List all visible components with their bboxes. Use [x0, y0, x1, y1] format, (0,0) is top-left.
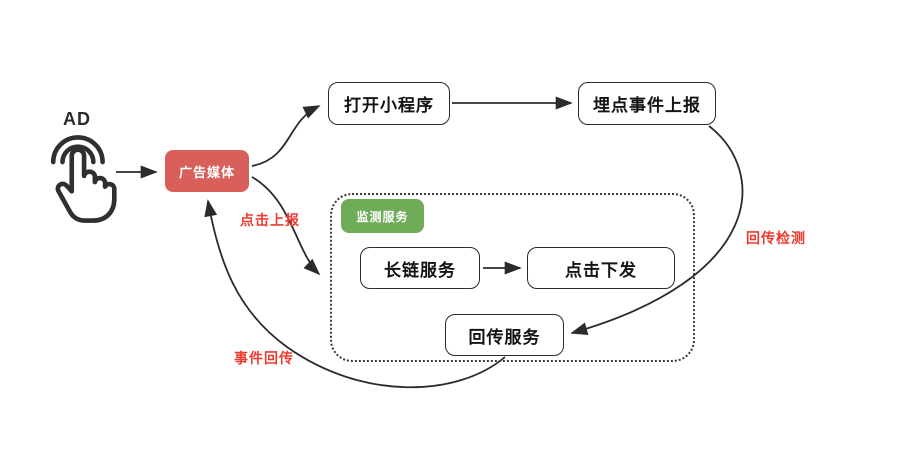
tap-ripple-inner-icon	[60, 144, 96, 165]
arrow-tracking-report-to-callback-service-detect	[570, 125, 744, 336]
edge-label-click-report: 点击上报	[240, 212, 300, 228]
node-tracking-event-report: 埋点事件上报	[578, 82, 716, 125]
arrow-ad-media-to-monitor-group-click-report	[251, 176, 321, 276]
node-long-link-service: 长链服务	[360, 247, 480, 289]
node-ad-media: 广告媒体	[165, 150, 249, 192]
monitor-service-group	[330, 193, 695, 362]
tap-ripple-outer-icon	[50, 135, 105, 165]
node-monitor-service-tag: 监测服务	[341, 199, 424, 233]
ad-tap-hand-icon	[50, 135, 117, 223]
node-callback-service: 回传服务	[445, 314, 564, 356]
edge-label-callback-detect: 回传检测	[746, 230, 806, 246]
node-click-dispatch: 点击下发	[527, 247, 675, 289]
arrow-callback-service-to-ad-media-event-callback	[204, 199, 506, 389]
arrow-ad-media-to-open-miniprogram	[251, 105, 321, 167]
node-open-miniprogram: 打开小程序	[328, 82, 450, 125]
ad-source-label: AD	[63, 109, 91, 129]
tap-hand-outline-icon	[55, 147, 117, 223]
edge-label-event-callback: 事件回传	[234, 350, 294, 366]
